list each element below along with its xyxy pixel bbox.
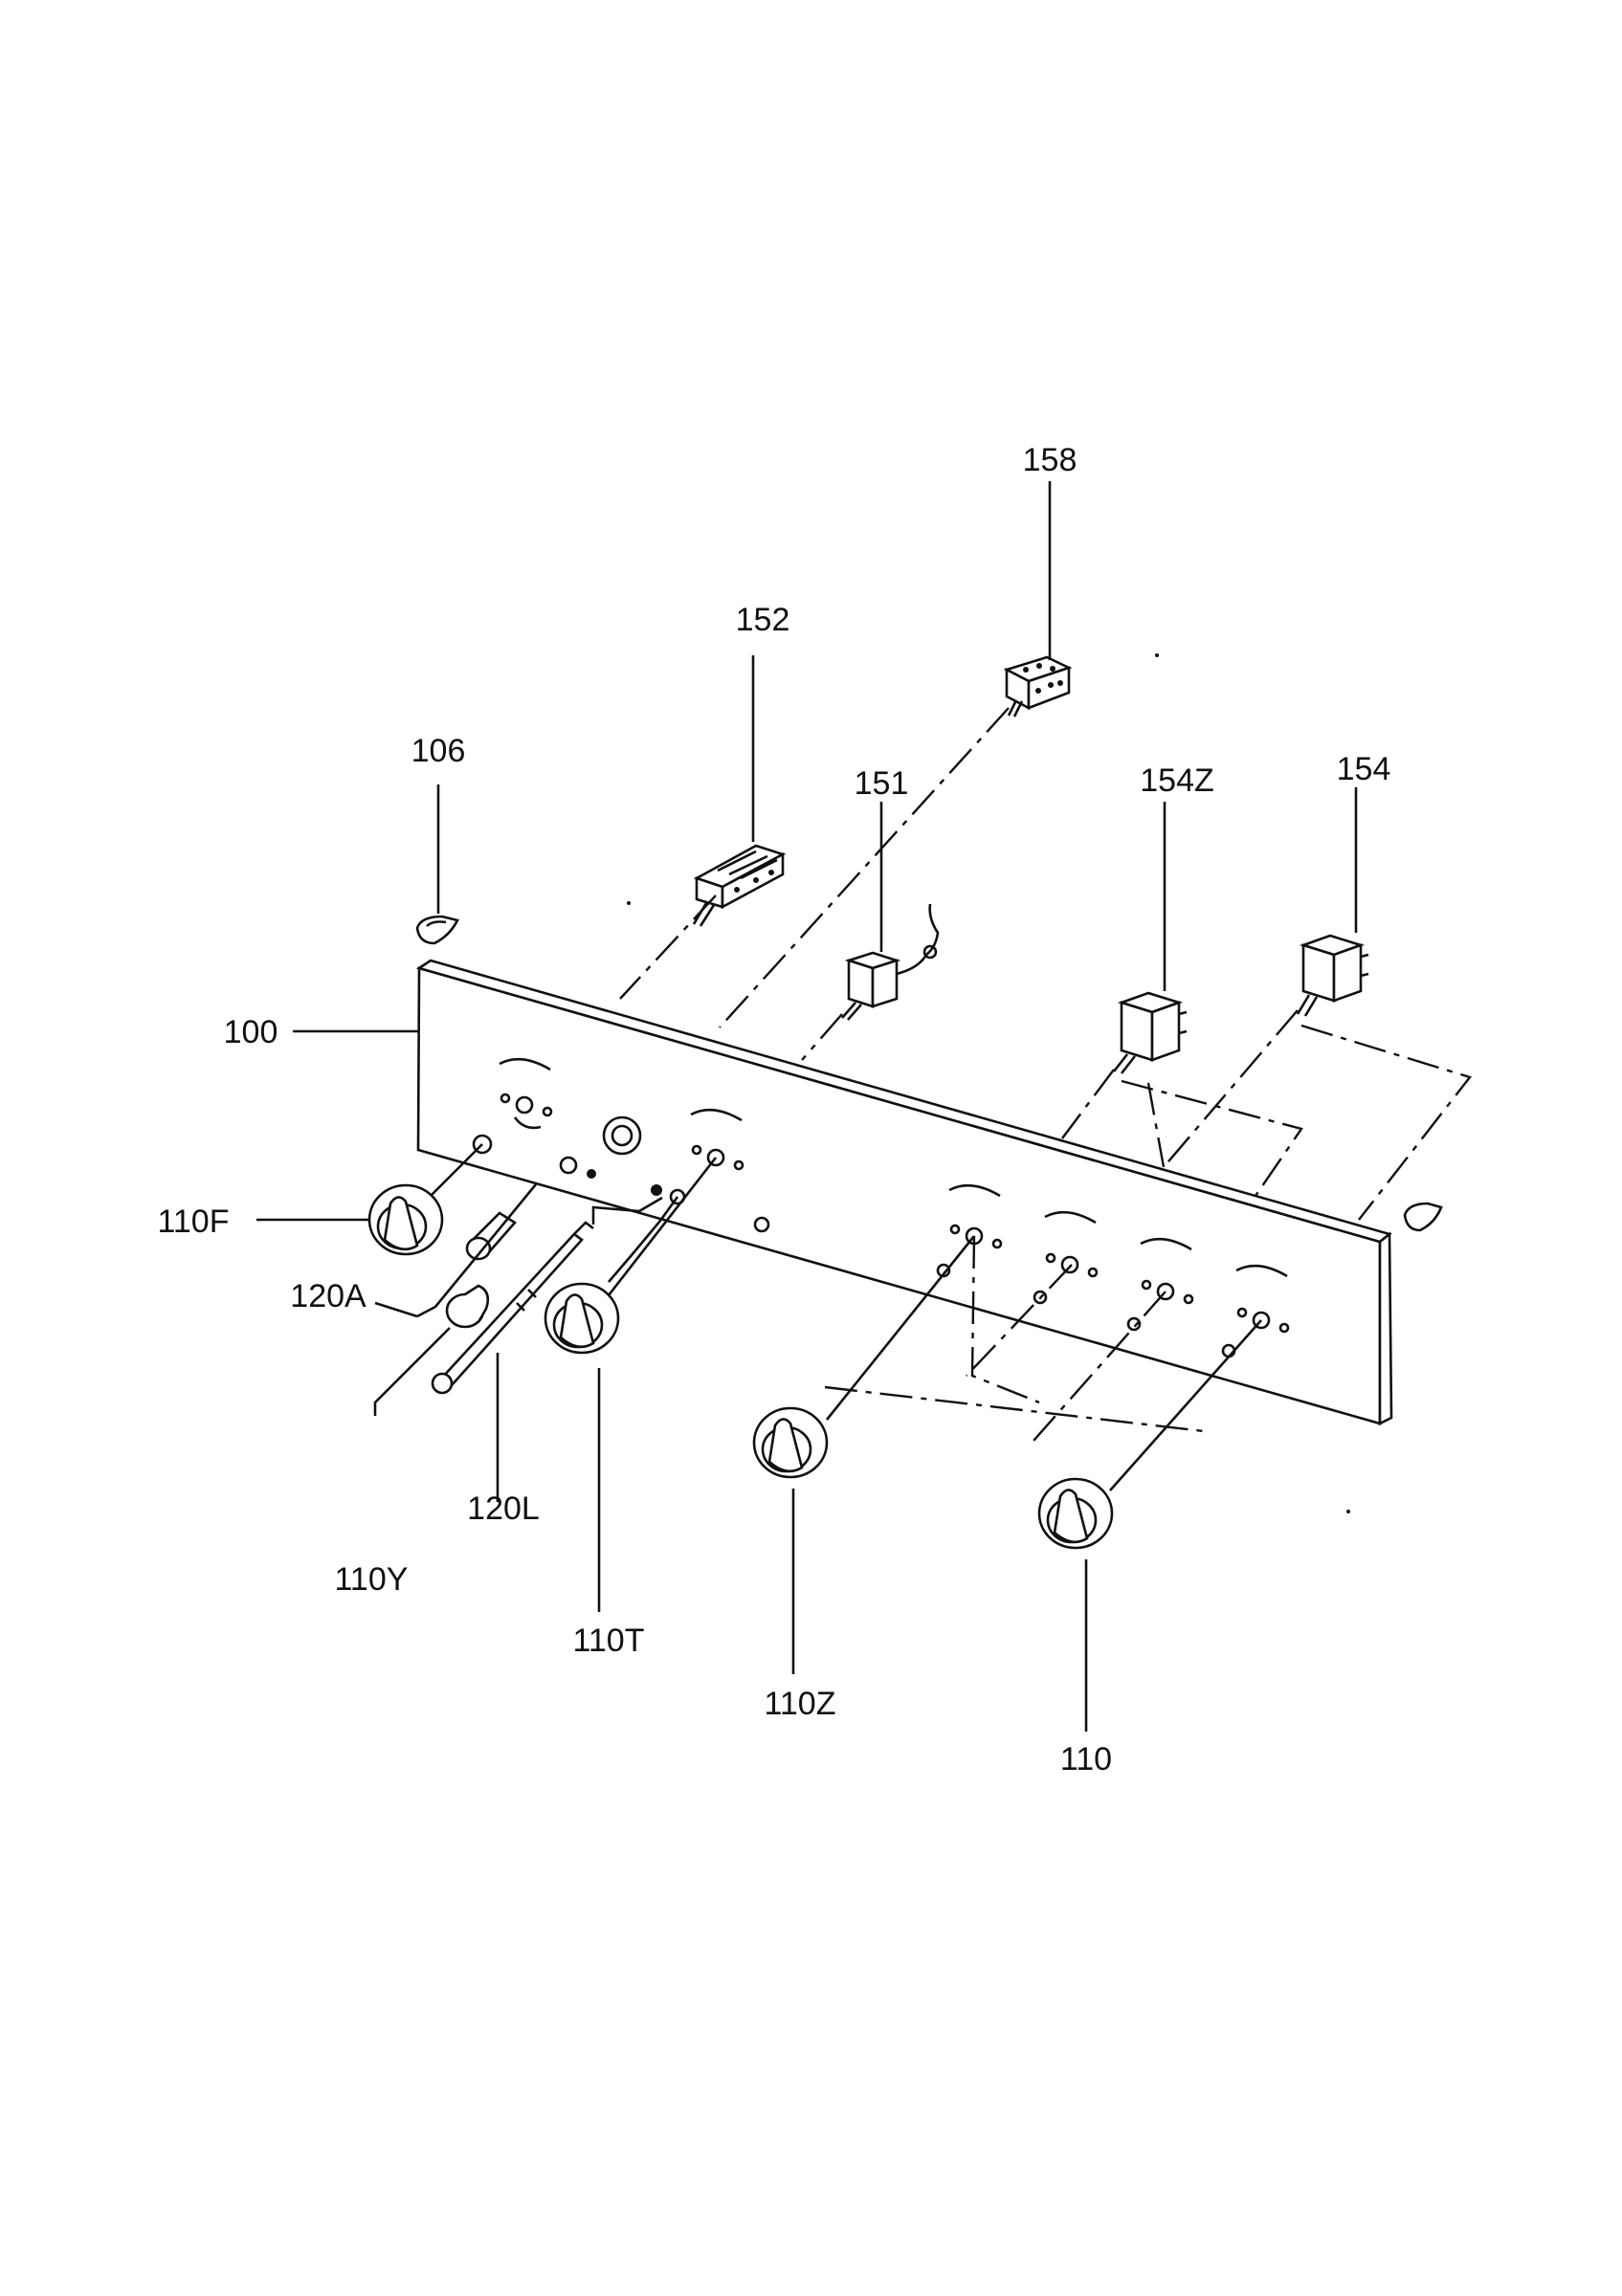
switch-151 [841, 903, 940, 1021]
callout-110f: 110F [158, 1203, 230, 1240]
switch-152 [692, 844, 787, 927]
specks [627, 653, 1350, 1513]
callout-110y: 110Y [335, 1561, 409, 1598]
leader-lines [256, 481, 1358, 1732]
callout-151: 151 [855, 765, 909, 802]
callout-120l: 120L [467, 1490, 540, 1527]
callout-110t: 110T [573, 1623, 645, 1659]
callout-154z: 154Z [1140, 762, 1214, 799]
switch-154z [1112, 991, 1188, 1074]
knob-110t [544, 1282, 620, 1355]
callout-106: 106 [411, 733, 466, 769]
callout-154: 154 [1337, 751, 1391, 787]
switch-158 [1003, 655, 1073, 718]
switch-154 [1296, 934, 1369, 1017]
cap-110y [445, 1284, 490, 1329]
callout-110: 110 [1060, 1741, 1112, 1777]
clip-106 [415, 915, 459, 945]
control-panel [415, 959, 1393, 1426]
knob-110f [367, 1183, 444, 1256]
knob-110z [752, 1406, 829, 1479]
callout-labels: 158 152 106 151 154Z 154 100 110F 120A 1… [158, 442, 1391, 1777]
clip-right [1403, 1202, 1443, 1232]
dashed-assembly-lines [619, 707, 1473, 1442]
callout-120a: 120A [290, 1278, 367, 1314]
callout-100: 100 [224, 1014, 278, 1050]
rod-120l [431, 1221, 594, 1395]
callout-158: 158 [1023, 442, 1078, 478]
knob-110 [1037, 1477, 1114, 1550]
callout-110z: 110Z [765, 1686, 836, 1722]
callout-152: 152 [736, 602, 790, 638]
